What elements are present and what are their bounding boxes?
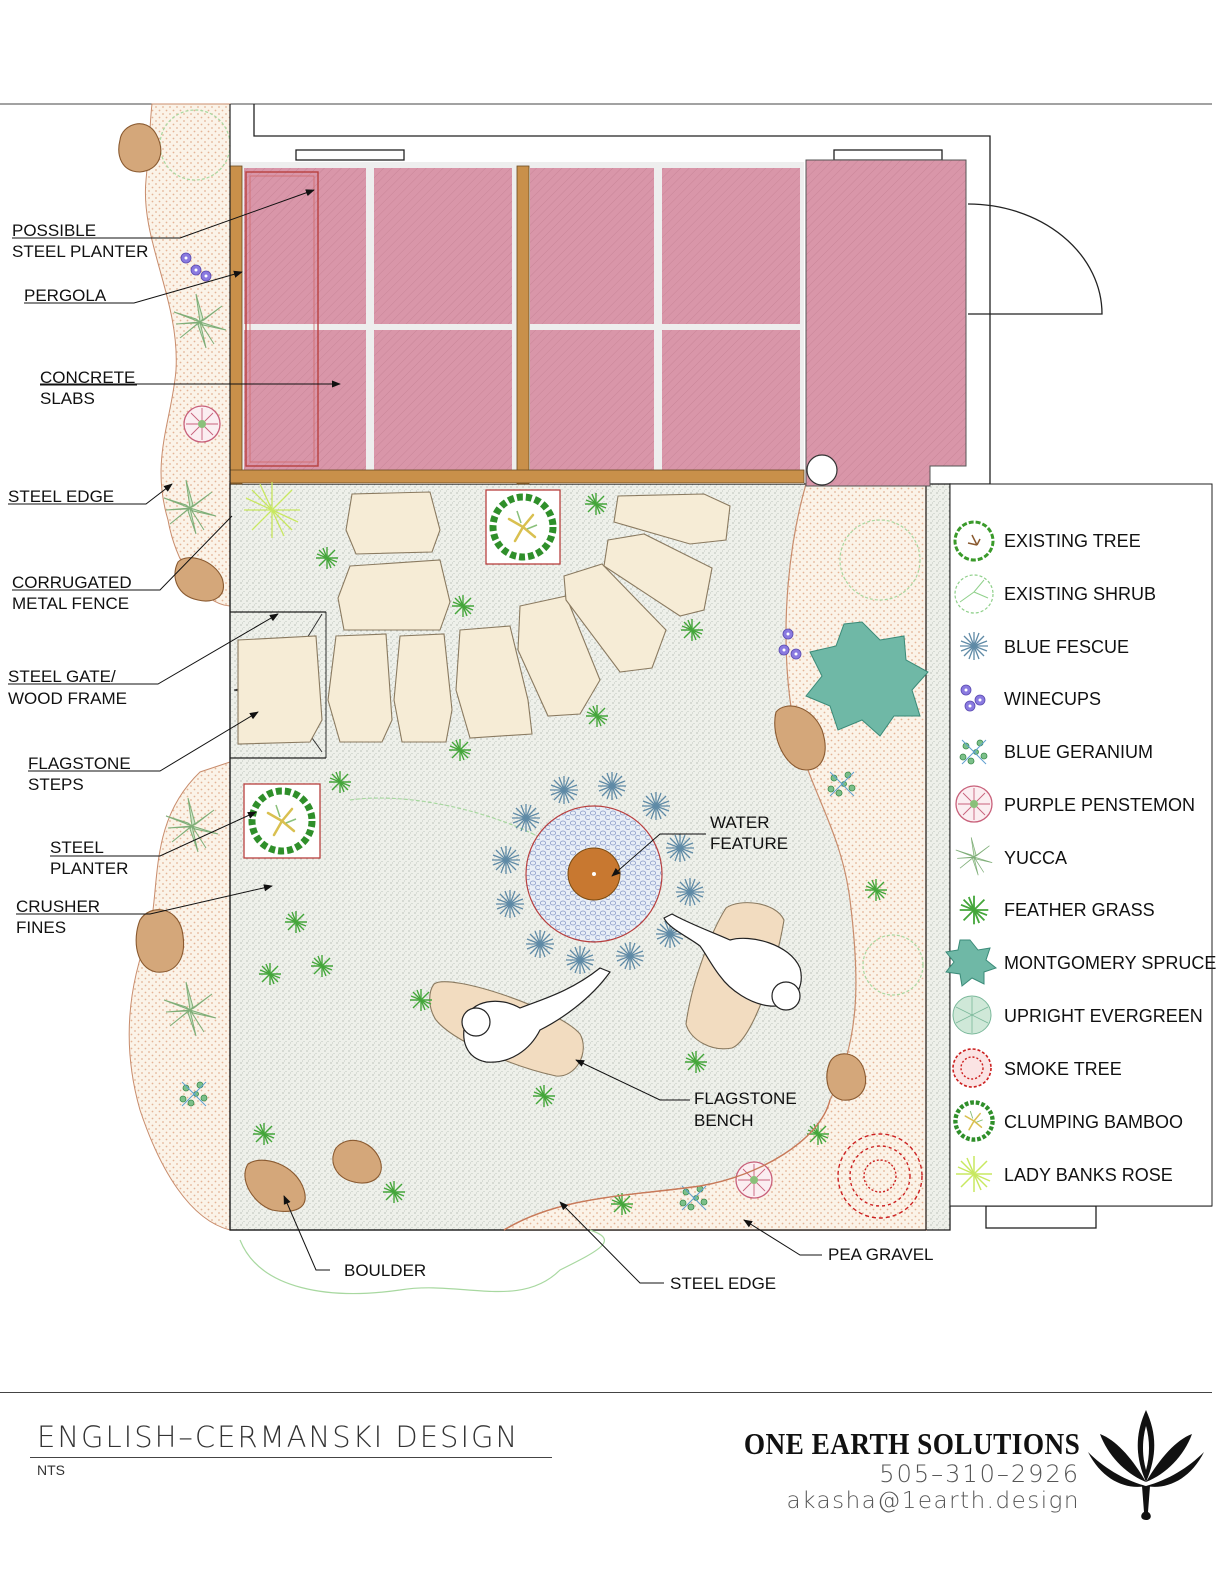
legend-frame (949, 483, 1213, 1207)
label-concrete-slabs: CONCRETE (40, 368, 135, 387)
label-steel-edge-bottom: STEEL EDGE (670, 1274, 776, 1293)
legend-existing-shrub-icon (954, 574, 994, 614)
site-plan: EXISTING TREE EXISTING SHRUB BLUE FESCUE… (0, 103, 1216, 1295)
legend-label: BLUE FESCUE (1004, 637, 1129, 657)
steel-planter-top (485, 489, 561, 565)
scale-note: NTS (37, 1462, 65, 1478)
label-corrugated-fence: METAL FENCE (12, 594, 129, 613)
legend-smoke-tree-icon (952, 1048, 992, 1088)
label-crusher-fines: CRUSHER (16, 897, 100, 916)
legend-blue-fescue-icon (959, 631, 989, 661)
label-concrete-slabs: SLABS (40, 389, 95, 408)
seated-figures (461, 913, 802, 1063)
corrugated-metal-fence (229, 104, 326, 1230)
legend-lady-banks-rose-icon (956, 1156, 992, 1192)
legend-purple-penstemon-icon (955, 785, 993, 823)
legend-label: UPRIGHT EVERGREEN (1004, 1006, 1203, 1026)
label-water-feature: FEATURE (710, 834, 788, 853)
lady-banks-rose (244, 482, 300, 538)
label-boulder: BOULDER (344, 1261, 426, 1280)
label-crusher-fines: FINES (16, 918, 66, 937)
legend-label: LADY BANKS ROSE (1004, 1165, 1173, 1185)
legend-clumping-bamboo-icon (955, 1102, 992, 1139)
project-title-underline (30, 1457, 552, 1458)
legend-feather-grass-icon (958, 894, 990, 926)
water-feature (525, 805, 663, 943)
legend-label: YUCCA (1004, 848, 1067, 868)
label-possible-steel-planter: STEEL PLANTER (12, 242, 148, 261)
legend-label: PURPLE PENSTEMON (1004, 795, 1195, 815)
legend-label: EXISTING SHRUB (1004, 584, 1156, 604)
legend-label: FEATHER GRASS (1004, 900, 1155, 920)
title-block-rule (0, 1392, 1212, 1393)
legend-label: MONTGOMERY SPRUCE (1004, 953, 1216, 973)
legend-montgomery-spruce-icon (945, 939, 998, 987)
label-steel-edge: STEEL EDGE (8, 487, 114, 506)
legend-label: CLUMPING BAMBOO (1004, 1112, 1183, 1132)
label-flagstone-bench: FLAGSTONE (694, 1089, 797, 1108)
lotus-logo-icon (1088, 1410, 1204, 1520)
label-corrugated-fence: CORRUGATED (12, 573, 132, 592)
label-steel-planter: PLANTER (50, 859, 128, 878)
label-steel-gate: WOOD FRAME (8, 689, 127, 708)
label-pergola: PERGOLA (24, 286, 107, 305)
boulders (118, 123, 866, 1212)
legend-label: SMOKE TREE (1004, 1059, 1122, 1079)
company-name: ONE EARTH SOLUTIONS (743, 1426, 1080, 1461)
company-email: akasha@1earth.design (786, 1488, 1080, 1514)
pergola (229, 165, 805, 485)
possible-steel-planter (245, 171, 319, 467)
concrete-slabs (230, 159, 967, 487)
label-water-feature: WATER (710, 813, 770, 832)
label-steel-planter: STEEL (50, 838, 104, 857)
company-phone: 505–310–2926 (879, 1460, 1080, 1488)
callout-labels: POSSIBLE STEEL PLANTER PERGOLA CONCRETE … (8, 221, 934, 1293)
label-underlines (8, 237, 137, 915)
legend-label: WINECUPS (1004, 689, 1101, 709)
legend-labels: EXISTING TREE EXISTING SHRUB BLUE FESCUE… (1004, 531, 1216, 1185)
legend-label: EXISTING TREE (1004, 531, 1141, 551)
legend-upright-evergreen-icon (952, 995, 992, 1035)
label-flagstone-bench: BENCH (694, 1111, 754, 1130)
legend-label: BLUE GERANIUM (1004, 742, 1153, 762)
pea-gravel-left-lower (128, 761, 231, 1231)
label-pea-gravel: PEA GRAVEL (828, 1245, 934, 1264)
steel-edge (503, 1099, 831, 1231)
label-possible-steel-planter: POSSIBLE (12, 221, 96, 240)
project-title: ENGLISH–CERMANSKI DESIGN (37, 1420, 520, 1454)
legend (945, 520, 998, 1192)
steel-planter-left (243, 783, 321, 859)
flagstone-steps (237, 491, 731, 745)
montgomery-spruce (805, 621, 929, 737)
smoke-tree (837, 1133, 923, 1219)
label-steel-gate: STEEL GATE/ (8, 667, 116, 686)
label-flagstone-steps: FLAGSTONE (28, 754, 131, 773)
label-flagstone-steps: STEPS (28, 775, 84, 794)
legend-existing-tree-icon (953, 520, 995, 562)
